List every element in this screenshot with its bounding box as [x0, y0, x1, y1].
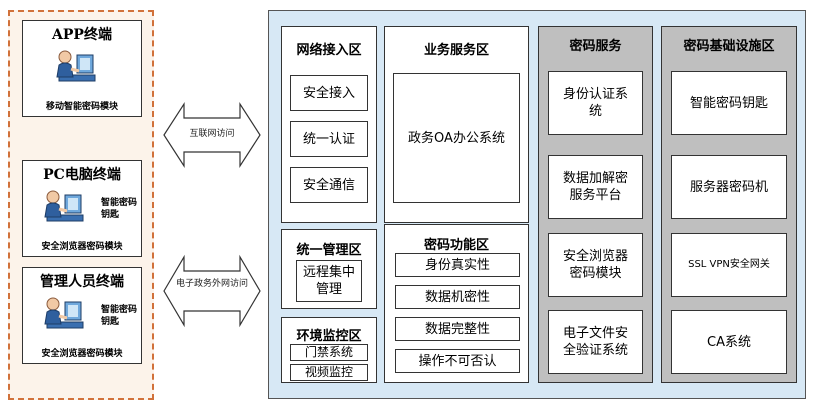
crypto-function-item: 操作不可否认 [395, 349, 520, 373]
user-at-computer-icon [56, 50, 96, 82]
crypto-service-item: 数据加解密服务平台 [548, 155, 643, 219]
zone-title: 统一管理区 [296, 243, 362, 258]
terminal-card-app: APP终端 移动智能密码模块 [22, 20, 142, 117]
terminal-side-label: 智能密码钥匙 [101, 305, 138, 327]
crypto-infrastructure-item: CA系统 [671, 310, 787, 374]
crypto-infrastructure-item: 服务器密码机 [671, 155, 787, 219]
external-network-arrow [163, 254, 261, 328]
platform-region: 网络接入区 安全接入 统一认证 安全通信 业务服务区 政务OA办公系统 统一管理… [268, 10, 806, 399]
crypto-function-item: 数据机密性 [395, 285, 520, 309]
crypto-function-item: 身份真实性 [395, 253, 520, 277]
crypto-service-item: 身份认证系统 [548, 71, 643, 135]
terminal-title: PC电脑终端 [43, 167, 121, 183]
crypto-function-item: 数据完整性 [395, 317, 520, 341]
network-access-item: 安全通信 [290, 167, 368, 203]
terminal-caption: 移动智能密码模块 [45, 102, 118, 112]
crypto-infrastructure-item: SSL VPN安全网关 [671, 233, 787, 297]
oa-system-box: 政务OA办公系统 [393, 73, 520, 203]
user-at-computer-icon [44, 190, 84, 222]
network-access-item: 安全接入 [290, 75, 368, 111]
internet-access-label: 互联网访问 [189, 129, 235, 139]
terminal-card-admin: 管理人员终端 智能密码钥匙 安全浏览器密码模块 [22, 267, 142, 364]
zone-title: 密码服务 [569, 39, 622, 54]
network-access-zone: 网络接入区 安全接入 统一认证 安全通信 [281, 26, 377, 223]
terminal-title: 管理人员终端 [40, 274, 124, 290]
crypto-function-zone: 密码功能区 身份真实性 数据机密性 数据完整性 操作不可否认 [384, 224, 529, 383]
terminal-card-pc: PC电脑终端 智能密码钥匙 安全浏览器密码模块 [22, 160, 142, 257]
video-monitoring-box: 视频监控 [290, 364, 368, 381]
remote-management-box: 远程集中管理 [296, 260, 362, 302]
zone-title: 密码基础设施区 [683, 39, 775, 54]
crypto-service-item: 安全浏览器密码模块 [548, 233, 643, 297]
zone-title: 业务服务区 [423, 43, 489, 58]
business-service-zone: 业务服务区 政务OA办公系统 [384, 26, 529, 223]
zone-title: 环境监控区 [296, 329, 362, 344]
crypto-service-item: 电子文件安全验证系统 [548, 310, 643, 374]
internet-access-arrow [163, 101, 261, 169]
network-access-item: 统一认证 [290, 121, 368, 157]
terminals-region: APP终端 移动智能密码模块 PC电脑终端 智能密码钥匙 安全浏览器密码模块 管… [8, 10, 154, 400]
zone-title: 网络接入区 [296, 43, 362, 58]
external-network-label: 电子政务外网访问 [175, 279, 248, 289]
crypto-infrastructure-item: 智能密码钥匙 [671, 71, 787, 135]
terminal-caption: 安全浏览器密码模块 [41, 242, 123, 252]
user-at-computer-icon [44, 297, 84, 329]
access-control-box: 门禁系统 [290, 344, 368, 361]
environment-monitoring-zone: 环境监控区 门禁系统 视频监控 [281, 317, 377, 383]
zone-title: 密码功能区 [423, 238, 489, 253]
crypto-infrastructure-zone: 密码基础设施区 智能密码钥匙 服务器密码机 SSL VPN安全网关 CA系统 [661, 26, 797, 383]
terminal-title: APP终端 [52, 27, 112, 43]
crypto-service-zone: 密码服务 身份认证系统 数据加解密服务平台 安全浏览器密码模块 电子文件安全验证… [538, 26, 653, 383]
unified-management-zone: 统一管理区 远程集中管理 [281, 229, 377, 309]
terminal-caption: 安全浏览器密码模块 [41, 349, 123, 359]
terminal-side-label: 智能密码钥匙 [101, 198, 138, 220]
